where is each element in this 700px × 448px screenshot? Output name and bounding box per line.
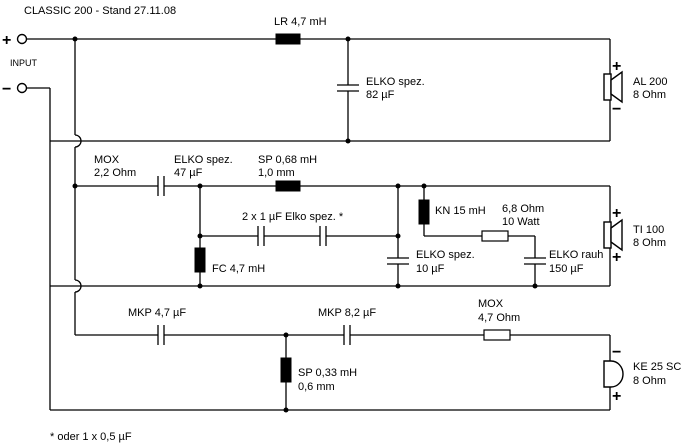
driver-ti100-name: TI 100 [633,224,664,236]
driver-al200-minus: − [612,101,621,118]
capacitor-elko-150-label-1: ELKO rauh [549,249,603,261]
driver-ke25sc-plus: − [612,344,621,361]
input-terminals: + − INPUT [2,32,38,98]
driver-ti100-plus: + [612,205,621,222]
driver-al200-name: AL 200 [633,76,667,88]
resistor-mox-22-label-2: 2,2 Ohm [94,167,136,179]
input-plus-sign: + [2,32,11,49]
inductor-sp-033-label-1: SP 0,33 mH [298,367,357,379]
input-plus-terminal [16,33,28,45]
resistor-mox-47-label-1: MOX [478,298,504,310]
input-label: INPUT [10,58,38,68]
inductor-sp-068 [275,180,301,192]
inductor-sp-033-label-2: 0,6 mm [298,381,335,393]
capacitor-elko-150-label-2: 150 µF [549,263,584,275]
input-minus-sign: − [2,81,11,98]
schematic-title: CLASSIC 200 - Stand 27.11.08 [24,5,176,17]
driver-ti100-icon [603,218,623,252]
driver-al200-plus: + [612,58,621,75]
inductor-kn-15-label: KN 15 mH [435,205,486,217]
inductor-fc-47-label: FC 4,7 mH [212,263,265,275]
resistor-mox-22-label-1: MOX [94,154,120,166]
capacitor-elko-47-label-1: ELKO spez. [174,154,233,166]
inductor-sp-068-label-1: SP 0,68 mH [258,154,317,166]
inductor-lr-label: LR 4,7 mH [274,16,327,28]
driver-al200-icon [603,70,623,104]
resistor-68-label-1: 6,8 Ohm [502,203,544,215]
driver-ti100-minus: + [612,249,621,266]
capacitor-mkp-82-label: MKP 8,2 µF [318,307,376,319]
resistor-mox-47 [483,329,511,341]
section-woofer: LR 4,7 mH ELKO spez. 82 µF + − AL 200 8 … [72,16,667,144]
capacitor-elko-10-label-1: ELKO spez. [416,249,475,261]
driver-al200-impedance: 8 Ohm [633,89,666,101]
input-minus-terminal [16,82,28,94]
inductor-sp-068-label-2: 1,0 mm [258,167,295,179]
resistor-68 [481,230,509,242]
capacitor-elko-pair-label: 2 x 1 µF Elko spez. * [242,211,344,223]
driver-ke25sc-icon [603,360,624,388]
section-midrange: MOX 2,2 Ohm ELKO spez. 47 µF SP 0,68 mH … [72,154,666,289]
capacitor-elko-10-label-2: 10 µF [416,263,445,275]
driver-ke25sc-impedance: 8 Ohm [633,375,666,387]
capacitor-elko-82-label-2: 82 µF [366,89,395,101]
capacitor-mkp-47-label: MKP 4,7 µF [128,307,186,319]
inductor-fc-47 [194,247,206,273]
section-tweeter: MKP 4,7 µF MKP 8,2 µF MOX 4,7 Ohm SP 0,3… [75,298,681,413]
driver-ke25sc-name: KE 25 SC [633,361,681,373]
inductor-lr [275,33,301,45]
footnote: * oder 1 x 0,5 µF [50,431,132,443]
capacitor-elko-47-label-2: 47 µF [174,167,203,179]
inductor-kn-15 [418,199,430,225]
capacitor-elko-82-label-1: ELKO spez. [366,76,425,88]
resistor-mox-47-label-2: 4,7 Ohm [478,312,520,324]
driver-ke25sc-minus: + [612,388,621,405]
resistor-68-label-2: 10 Watt [502,216,540,228]
main-wiring [26,38,610,411]
inductor-sp-033 [280,357,292,383]
driver-ti100-impedance: 8 Ohm [633,237,666,249]
